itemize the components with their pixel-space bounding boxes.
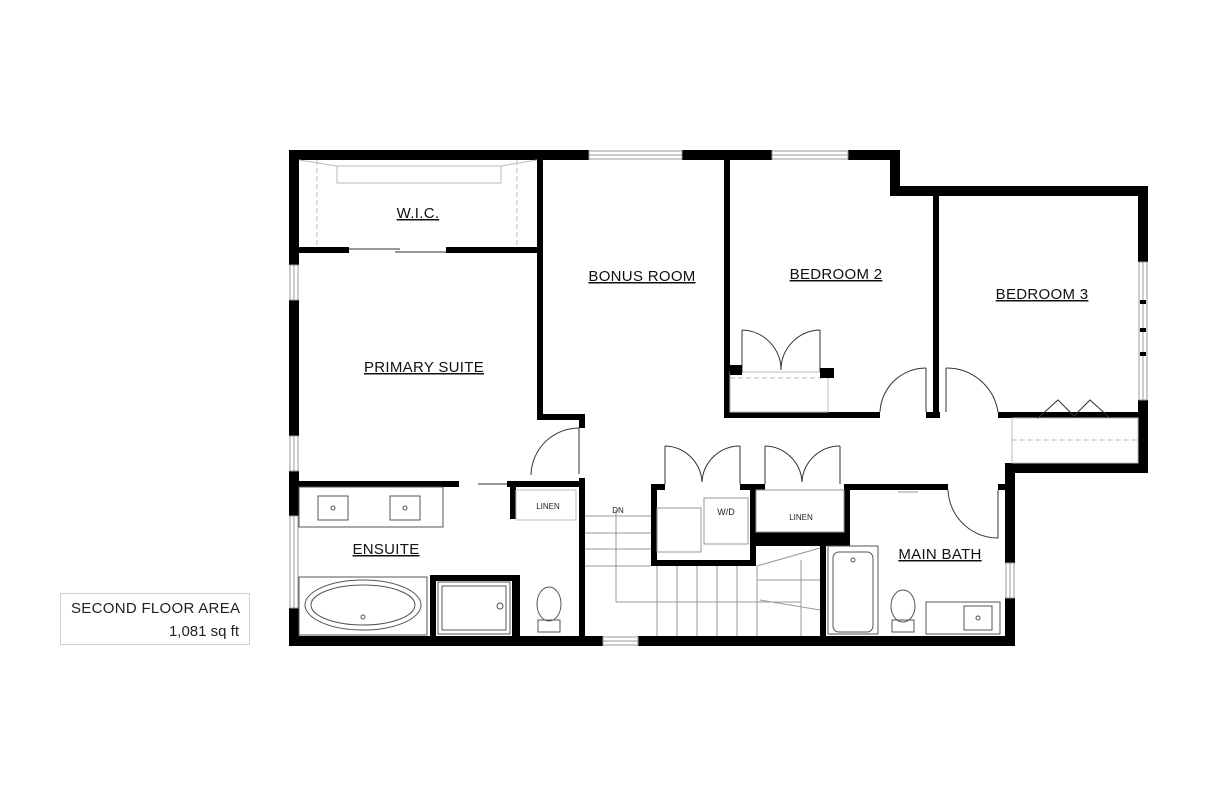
laundry-closet: [656, 489, 845, 553]
label-linen-ensuite: LINEN: [536, 502, 560, 511]
main-bath-toilet: [890, 589, 916, 633]
label-primary-suite: PRIMARY SUITE: [364, 359, 484, 376]
windows: [289, 150, 1148, 646]
label-bedroom-2: BEDROOM 2: [790, 266, 883, 283]
label-linen-hall: LINEN: [789, 513, 813, 522]
floor-area-value: 1,081 sq ft: [168, 623, 239, 640]
main-bath-vanity: [925, 601, 1001, 635]
ensuite-tub: [298, 576, 428, 636]
label-main-bath: MAIN BATH: [898, 546, 981, 563]
label-washer-dryer: W/D: [717, 507, 735, 517]
label-bedroom-3: BEDROOM 3: [996, 286, 1089, 303]
ensuite-toilet: [536, 586, 562, 633]
label-wic: W.I.C.: [397, 205, 440, 222]
ensuite-shower: [437, 581, 511, 635]
bedroom2-closet: [729, 329, 829, 413]
label-stairs-down: DN: [612, 506, 624, 515]
stairs: [585, 510, 821, 636]
door-swings: [530, 367, 999, 539]
ensuite-linen-shelf: [515, 489, 577, 521]
bedroom2-closet-jambs: [730, 365, 834, 378]
ensuite-vanity: [298, 486, 444, 528]
window-mullions: [1140, 300, 1146, 356]
interior-walls: [289, 150, 1148, 646]
main-bath-tub: [827, 545, 879, 635]
wic-shelving: [298, 159, 538, 247]
bedroom3-closet: [1011, 399, 1139, 464]
label-ensuite: ENSUITE: [352, 541, 419, 558]
floor-area-title: SECOND FLOOR AREA: [71, 600, 241, 617]
exterior-walls: [289, 150, 1148, 646]
label-bonus-room: BONUS ROOM: [588, 268, 695, 285]
wic-sliding-door: [349, 248, 446, 253]
floor-area-box: SECOND FLOOR AREA 1,081 sq ft: [60, 593, 250, 645]
